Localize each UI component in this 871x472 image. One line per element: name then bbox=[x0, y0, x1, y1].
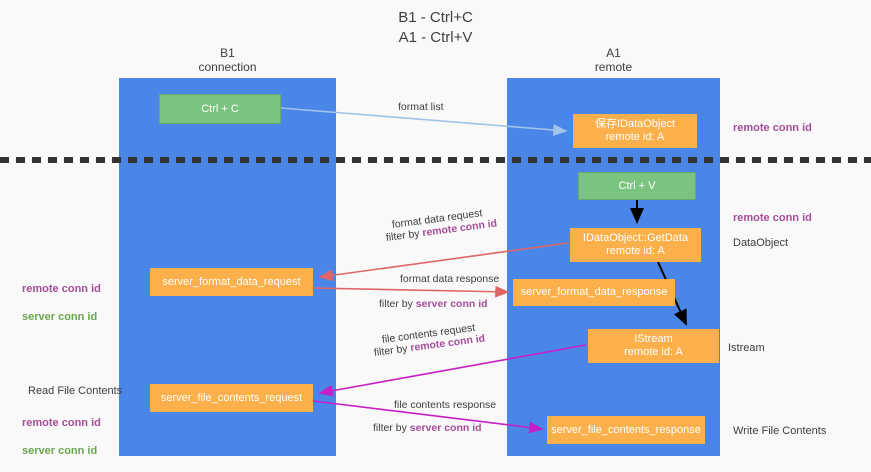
column-header-b1: B1 connection bbox=[198, 46, 257, 74]
edge-label-format-list: format list bbox=[398, 101, 444, 113]
node-istream[interactable]: IStream remote id: A bbox=[588, 329, 719, 363]
edge-label-file-contents-response-filter: filter by server conn id bbox=[373, 422, 482, 435]
node-server-file-contents-request[interactable]: server_file_contents_request bbox=[150, 384, 313, 412]
annotation-left-conn-ids-bot: remote conn id server conn id bbox=[22, 402, 101, 472]
annotation-left-remote-conn-id-mid: remote conn id bbox=[22, 283, 101, 295]
annotation-left-server-conn-id-mid: server conn id bbox=[22, 311, 98, 323]
annotation-remote-conn-id-top: remote conn id bbox=[733, 122, 812, 134]
filter-prefix: filter by bbox=[373, 422, 410, 434]
filter-prefix: filter by bbox=[385, 227, 424, 244]
edge-label-file-contents-response: file contents response bbox=[394, 399, 497, 411]
arrow-format-data-response bbox=[312, 285, 510, 298]
filter-key-server-conn-id: server conn id bbox=[415, 298, 488, 310]
filter-key-server-conn-id: server conn id bbox=[409, 422, 482, 434]
node-idataobject-getdata[interactable]: IDataObject::GetData remote id: A bbox=[570, 228, 701, 262]
node-server-format-data-request[interactable]: server_format_data_request bbox=[150, 268, 313, 296]
column-header-a1: A1 remote bbox=[594, 46, 633, 74]
annotation-left-conn-ids-mid: remote conn id server conn id bbox=[22, 268, 101, 338]
edge-label-format-data-response-filter: filter by server conn id bbox=[379, 298, 488, 311]
filter-prefix: filter by bbox=[373, 342, 412, 359]
annotation-istream: Istream bbox=[728, 342, 765, 354]
annotation-remote-conn-id-mid: remote conn id bbox=[733, 212, 812, 224]
edge-label-format-data-response: format data response bbox=[400, 273, 500, 285]
node-server-file-contents-response[interactable]: server_file_contents_response bbox=[547, 416, 705, 444]
annotation-dataobject: DataObject bbox=[733, 237, 789, 249]
phase-divider bbox=[0, 157, 871, 163]
filter-prefix: filter by bbox=[379, 298, 416, 310]
node-server-format-data-response[interactable]: server_format_data_response bbox=[513, 279, 675, 306]
annotation-read-file-contents: Read File Contents bbox=[28, 385, 123, 397]
node-ctrl-c[interactable]: Ctrl + C bbox=[159, 94, 281, 124]
annotation-left-remote-conn-id-bot: remote conn id bbox=[22, 417, 101, 429]
annotation-left-server-conn-id-bot: server conn id bbox=[22, 445, 98, 457]
node-save-idataobject[interactable]: 保存IDataObject remote id: A bbox=[573, 114, 697, 148]
node-ctrl-v[interactable]: Ctrl + V bbox=[578, 172, 696, 200]
annotation-write-file-contents: Write File Contents bbox=[733, 425, 827, 437]
diagram-title: B1 - Ctrl+C A1 - Ctrl+V bbox=[398, 9, 473, 46]
